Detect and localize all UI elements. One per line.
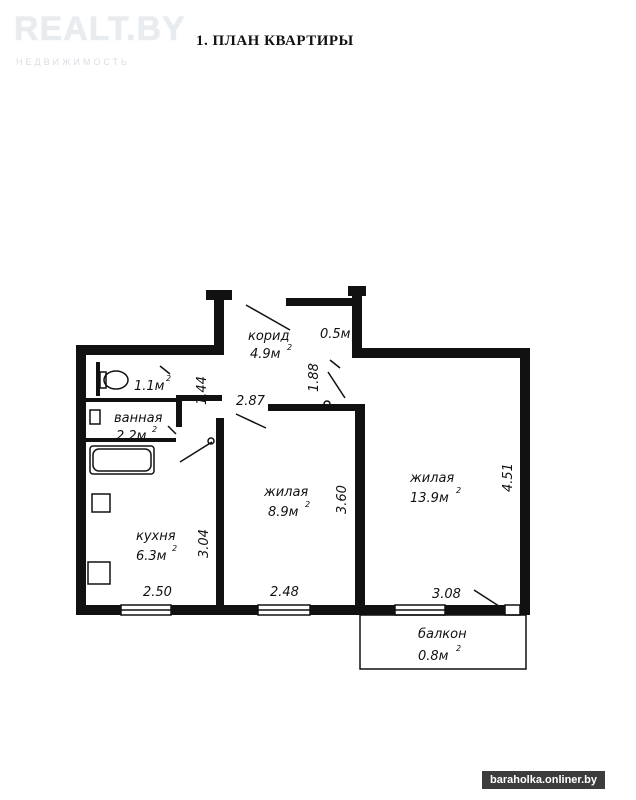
corridor-area: 4.9м xyxy=(250,347,281,362)
kitchen-sink xyxy=(87,561,111,585)
dim-3-08: 3.08 xyxy=(432,587,461,602)
bathtub xyxy=(89,445,155,475)
balcony-area: 0.8м xyxy=(418,649,449,664)
dim-3-04: 3.04 xyxy=(197,529,212,558)
svg-text:2: 2 xyxy=(456,644,461,653)
room-labels: корид 4.9м 2 0.5м 2 1.1м 2 ванная 2.2м 2… xyxy=(114,319,467,664)
fixtures xyxy=(87,304,527,670)
stove xyxy=(91,493,111,513)
dim-1-44: 1.44 xyxy=(195,376,210,405)
svg-text:2: 2 xyxy=(287,343,292,352)
kitchen-name: кухня xyxy=(136,529,176,544)
svg-text:2: 2 xyxy=(354,319,359,328)
bathroom-name: ванная xyxy=(114,411,163,426)
svg-text:2: 2 xyxy=(166,374,171,383)
svg-text:2: 2 xyxy=(152,425,157,434)
bathroom-area: 2.2м xyxy=(116,429,147,444)
hall-area: 0.5м xyxy=(320,327,351,342)
watermark-logo: REALT.BY xyxy=(14,10,186,48)
plan-title: 1. ПЛАН КВАРТИРЫ xyxy=(196,33,354,49)
living-small-area: 8.9м xyxy=(268,505,299,520)
dim-1-88: 1.88 xyxy=(307,363,322,392)
balcony-name: балкон xyxy=(418,627,467,642)
dim-4-51: 4.51 xyxy=(501,463,516,492)
dim-2-50: 2.50 xyxy=(143,585,172,600)
dim-3-60: 3.60 xyxy=(335,485,350,514)
dim-2-87: 2.87 xyxy=(236,394,266,409)
toilet-area: 1.1м xyxy=(134,379,165,394)
walls xyxy=(76,286,530,615)
svg-text:2: 2 xyxy=(456,486,461,495)
corridor-name: корид xyxy=(248,329,290,344)
balcony-outline xyxy=(359,614,527,670)
source-link[interactable]: baraholka.onliner.by xyxy=(482,771,605,789)
svg-text:2: 2 xyxy=(305,500,310,509)
kitchen-area: 6.3м xyxy=(136,549,167,564)
toilet-bowl xyxy=(103,370,129,390)
sink xyxy=(89,409,101,425)
living-large-name: жилая xyxy=(409,471,454,486)
svg-text:2: 2 xyxy=(172,544,177,553)
watermark-tagline: НЕДВИЖИМОСТЬ xyxy=(16,57,130,67)
living-large-area: 13.9м xyxy=(410,491,449,506)
living-small-name: жилая xyxy=(263,485,308,500)
dimension-labels: 1.44 2.87 1.88 4.51 3.60 3.04 2.50 2.48 … xyxy=(143,363,516,602)
dim-2-48: 2.48 xyxy=(270,585,299,600)
